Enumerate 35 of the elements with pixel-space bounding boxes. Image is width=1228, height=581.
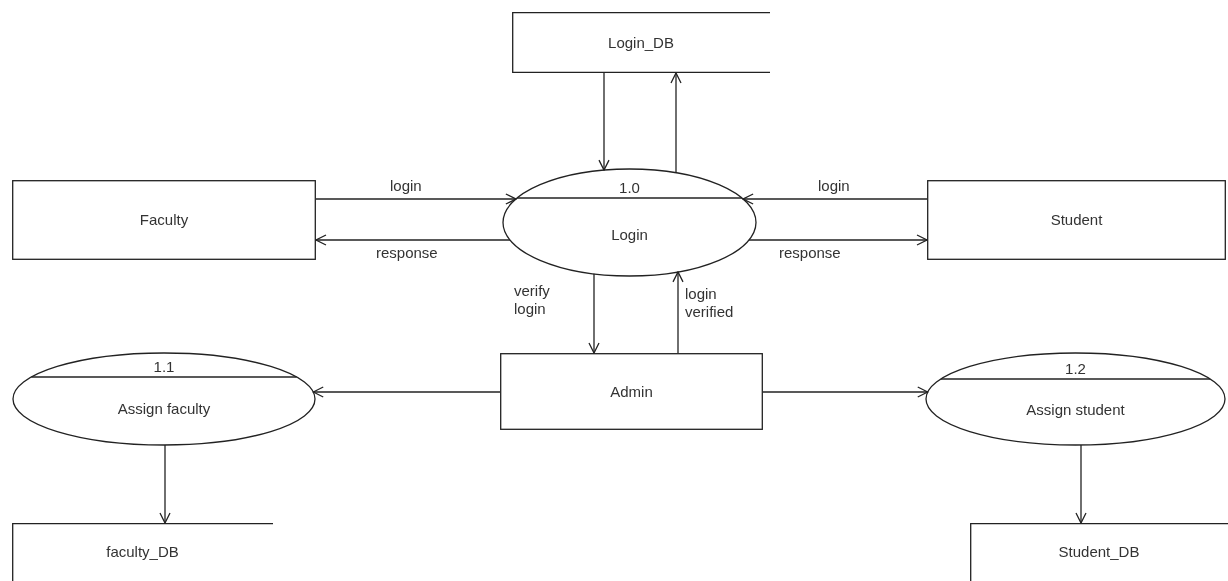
arrow	[1075, 444, 1087, 524]
arrow	[670, 72, 682, 174]
entity-name: Faculty	[138, 211, 190, 229]
external-entity-box	[927, 180, 1226, 260]
process-number: 1.2	[1064, 360, 1087, 378]
entity-name: Admin	[609, 382, 654, 401]
data-store	[12, 523, 273, 581]
edge-label: login	[388, 177, 424, 195]
arrow	[762, 386, 929, 398]
process-ellipse	[925, 352, 1226, 446]
arrow	[748, 234, 928, 246]
process-name: Assign student	[1025, 400, 1126, 419]
arrow	[312, 386, 501, 398]
data-store	[970, 523, 1228, 581]
entity-name: Student	[1049, 211, 1104, 229]
edge-label: login	[816, 177, 852, 195]
process-number: 1.1	[152, 358, 176, 376]
process-ellipse	[12, 352, 316, 446]
process-name: Assign faculty	[116, 399, 212, 418]
data-store-name: Student_DB	[1057, 543, 1141, 561]
process-number: 1.0	[618, 179, 641, 197]
process-name: Login	[610, 225, 649, 244]
process-ellipse	[502, 168, 757, 277]
arrow	[159, 444, 171, 524]
arrow	[588, 273, 600, 354]
external-entity-box	[500, 353, 763, 430]
data-store	[512, 12, 770, 73]
arrow	[315, 193, 517, 205]
arrow	[315, 234, 511, 246]
arrow	[672, 271, 684, 354]
data-store-name: Login_DB	[607, 33, 675, 52]
arrow	[598, 72, 610, 171]
arrow	[742, 193, 928, 205]
external-entity-box	[12, 180, 316, 260]
data-store-name: faculty_DB	[105, 543, 180, 561]
